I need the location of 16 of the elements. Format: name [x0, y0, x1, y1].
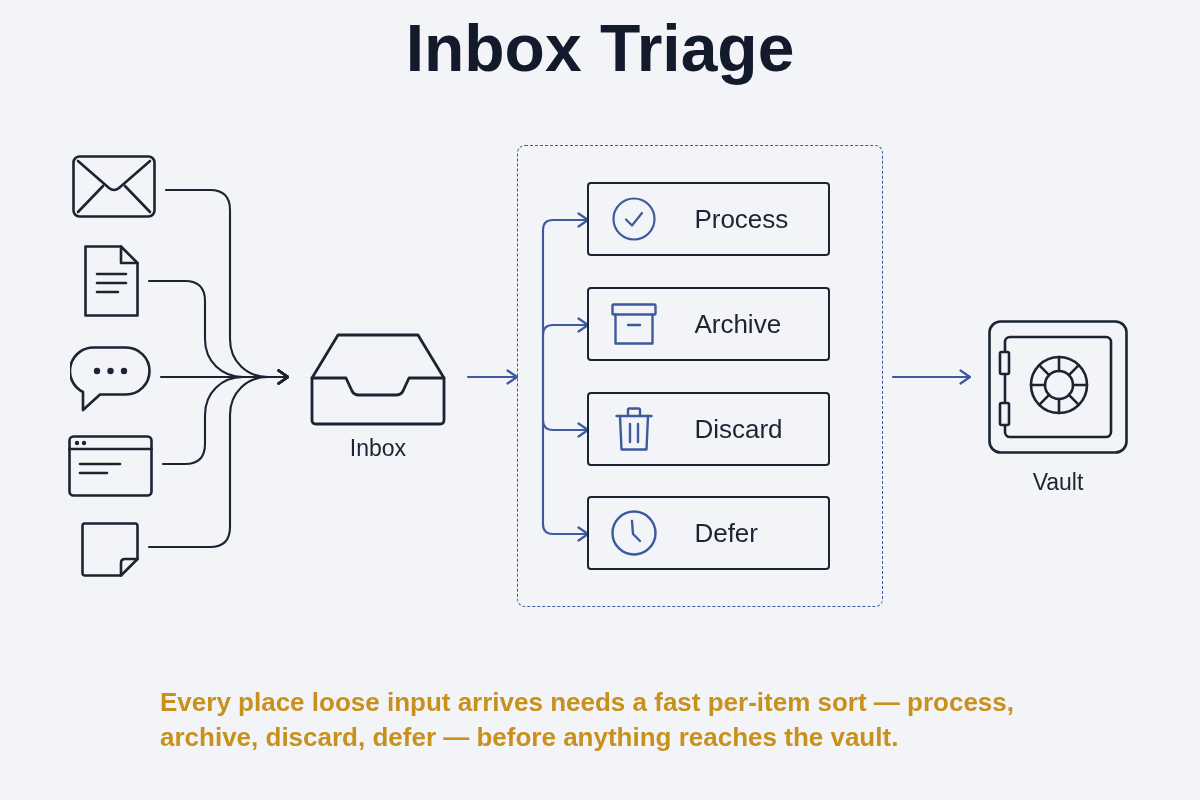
caption-text: Every place loose input arrives needs a fast per-item sort — process, archive, discard, defer — before anything reaches the vault.: [160, 686, 1015, 754]
action-box: [587, 287, 831, 362]
arrow: [147, 369, 290, 549]
arrow: [891, 369, 972, 385]
action-label: Defer: [694, 517, 758, 550]
node-label: Inbox: [349, 434, 407, 462]
action-box: [587, 392, 831, 467]
dashed-group-frame: [517, 145, 883, 607]
node-label: Vault: [1032, 468, 1084, 496]
action-box: [587, 182, 831, 257]
action-label: Process: [694, 203, 789, 236]
diagram-title: Inbox Triage: [405, 10, 795, 86]
action-label: Discard: [694, 413, 783, 446]
action-box: [587, 496, 831, 571]
action-label: Archive: [694, 308, 782, 341]
arrow: [466, 369, 519, 385]
